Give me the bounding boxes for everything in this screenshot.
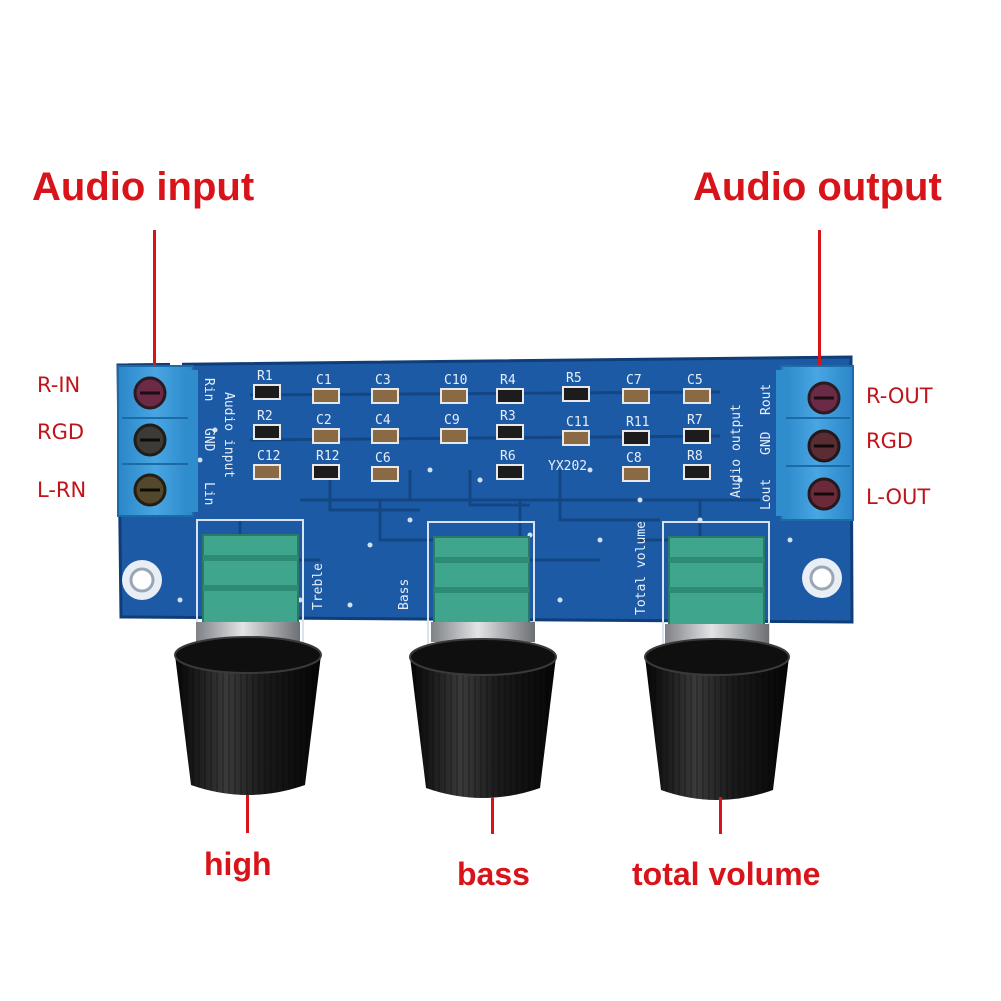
silk-gnd-out: GND	[759, 431, 774, 455]
pin-label-input-1: R-IN	[37, 373, 81, 397]
component-label: C11	[566, 415, 589, 430]
leader-bass	[491, 797, 494, 834]
component-label: C3	[375, 373, 391, 388]
component-label: C8	[626, 451, 642, 466]
component-label: R2	[257, 409, 273, 424]
silk-total-volume: Total volume	[634, 521, 649, 615]
input-screw-2	[133, 423, 167, 457]
silk-treble: Treble	[311, 563, 326, 610]
component-label: C6	[375, 451, 391, 466]
smd-resistor	[496, 464, 524, 480]
component-label: R6	[500, 449, 516, 464]
smd-capacitor	[683, 388, 711, 404]
smd-capacitor	[371, 466, 399, 482]
input-terminal-block	[117, 365, 198, 517]
smd-resistor	[683, 428, 711, 444]
callout-high: high	[204, 846, 272, 882]
callout-total-volume: total volume	[632, 856, 821, 892]
leader-audio-output	[818, 230, 821, 365]
knob-volume[interactable]	[644, 624, 790, 800]
smd-capacitor	[622, 388, 650, 404]
silk-rout: Rout	[759, 384, 774, 415]
smd-capacitor	[440, 388, 468, 404]
smd-capacitor	[622, 466, 650, 482]
component-label: R8	[687, 449, 703, 464]
silk-model: YX202	[548, 459, 587, 474]
smd-resistor	[253, 424, 281, 440]
component-label: R12	[316, 449, 339, 464]
silk-lout: Lout	[759, 479, 774, 510]
output-screw-1	[807, 381, 841, 415]
leader-audio-input	[153, 230, 156, 365]
pin-label-input-2: RGD	[37, 420, 85, 444]
component-label: R1	[257, 369, 273, 384]
component-label: R4	[500, 373, 516, 388]
silk-rin: Rin	[201, 378, 216, 401]
component-label: C12	[257, 449, 280, 464]
silk-audio-input: Audio input	[221, 392, 236, 478]
knob-treble[interactable]	[174, 622, 322, 795]
component-label: R7	[687, 413, 703, 428]
leader-high	[246, 795, 249, 833]
component-label: C9	[444, 413, 460, 428]
component-label: C10	[444, 373, 467, 388]
pot-volume	[662, 521, 770, 648]
smd-capacitor	[312, 428, 340, 444]
callout-bass: bass	[457, 856, 530, 892]
smd-capacitor	[371, 388, 399, 404]
pin-label-input-3: L-RN	[37, 478, 87, 502]
silk-audio-output: Audio output	[729, 404, 744, 498]
pin-label-output-1: R-OUT	[866, 384, 933, 408]
smd-resistor	[622, 430, 650, 446]
leader-total-volume	[719, 797, 722, 834]
component-label: C4	[375, 413, 391, 428]
pin-label-output-2: RGD	[866, 429, 914, 453]
smd-capacitor	[371, 428, 399, 444]
pin-label-output-3: L-OUT	[866, 485, 931, 509]
component-label: C5	[687, 373, 703, 388]
smd-capacitor	[312, 388, 340, 404]
smd-resistor	[496, 424, 524, 440]
pot-bass	[427, 521, 535, 648]
input-screw-1	[133, 376, 167, 410]
knob-bass[interactable]	[409, 622, 557, 798]
output-screw-2	[807, 429, 841, 463]
callout-audio-input: Audio input	[32, 165, 255, 209]
silk-gnd-in: GND	[201, 428, 216, 452]
silk-lin: Lin	[201, 482, 216, 505]
smd-resistor	[253, 384, 281, 400]
component-label: R11	[626, 415, 649, 430]
component-label: R3	[500, 409, 516, 424]
input-screw-3	[133, 473, 167, 507]
smd-capacitor	[253, 464, 281, 480]
smd-resistor	[496, 388, 524, 404]
output-terminal-block	[776, 365, 854, 521]
smd-resistor	[312, 464, 340, 480]
smd-resistor	[683, 464, 711, 480]
smd-capacitor	[440, 428, 468, 444]
component-label: R5	[566, 371, 582, 386]
callout-audio-output: Audio output	[693, 165, 942, 209]
smd-capacitor	[562, 430, 590, 446]
component-label: C1	[316, 373, 332, 388]
output-screw-3	[807, 477, 841, 511]
silk-bass: Bass	[397, 579, 412, 610]
component-label: C7	[626, 373, 642, 388]
component-label: C2	[316, 413, 332, 428]
smd-resistor	[562, 386, 590, 402]
